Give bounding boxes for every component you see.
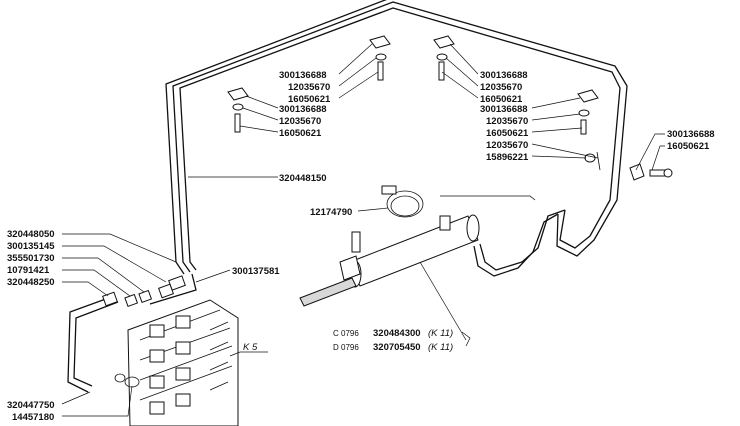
svg-text:300135145: 300135145	[7, 241, 55, 252]
svg-text:300136688: 300136688	[279, 70, 327, 81]
svg-text:16050621: 16050621	[667, 141, 710, 152]
callout-cylinder-variants: C 0796 320484300 (K 11) D 0796 320705450…	[333, 261, 471, 353]
clip-300136688-left	[369, 35, 391, 81]
pipe-320448150	[165, 0, 628, 275]
callout-300136688-a: 300136688	[279, 43, 373, 81]
callout-16050621-d: 16050621	[486, 127, 583, 139]
clip-300136688-midright	[577, 89, 599, 135]
svg-text:320705450: 320705450	[373, 342, 421, 353]
svg-text:300136688: 300136688	[667, 129, 715, 140]
svg-text:12035670: 12035670	[486, 140, 528, 151]
svg-text:320448250: 320448250	[7, 277, 55, 288]
callout-300135145: 300135145	[7, 241, 167, 283]
callout-16050621-a: 16050621	[288, 71, 379, 105]
callout-16050621-e: 16050621	[651, 141, 710, 171]
callout-355501730: 355501730	[7, 253, 145, 293]
svg-text:300137581: 300137581	[232, 266, 280, 277]
clip-300136688-far-right	[629, 163, 673, 181]
svg-text:320448150: 320448150	[279, 173, 327, 184]
callout-14457180: 14457180	[12, 385, 133, 423]
callout-12035670-c: 12035670	[242, 107, 321, 127]
hose-clamp-12174790	[381, 185, 424, 218]
pipe-right-return	[473, 209, 566, 277]
svg-text:300136688: 300136688	[480, 70, 528, 81]
callout-12035670-b: 12035670	[445, 57, 522, 93]
callout-16050621-c: 16050621	[239, 125, 322, 139]
svg-text:300136688: 300136688	[480, 104, 528, 115]
callout-320448050: 320448050	[7, 229, 177, 263]
pipe-320447750	[67, 273, 197, 393]
clip-300136688-right	[433, 35, 455, 81]
valve-block-k5	[127, 299, 239, 426]
svg-text:(K 11): (K 11)	[428, 328, 453, 339]
svg-text:D 0796: D 0796	[333, 343, 359, 352]
callout-16050621-b: 16050621	[441, 71, 523, 105]
hydraulic-cylinder	[299, 195, 536, 307]
svg-text:16050621: 16050621	[480, 94, 523, 105]
callout-320448250: 320448250	[7, 277, 109, 297]
callout-10791421: 10791421	[7, 265, 131, 297]
callout-12035670-a: 12035670	[288, 57, 377, 93]
svg-text:(K 11): (K 11)	[428, 342, 453, 353]
svg-text:C 0796: C 0796	[333, 329, 359, 338]
callout-300136688-e: 300136688	[635, 129, 715, 171]
callout-12035670-e: 12035670	[486, 140, 599, 159]
svg-text:300136688: 300136688	[279, 104, 327, 115]
svg-text:12035670: 12035670	[480, 82, 522, 93]
callout-k5: K 5	[229, 342, 268, 357]
callout-12174790: 12174790	[310, 207, 389, 218]
clip-300136688-midleft	[227, 87, 249, 133]
svg-text:320448050: 320448050	[7, 229, 55, 240]
svg-text:15896221: 15896221	[486, 152, 529, 163]
fittings-left-group	[102, 275, 186, 308]
svg-text:16050621: 16050621	[486, 128, 529, 139]
callout-300136688-c: 300136688	[245, 95, 327, 115]
svg-text:16050621: 16050621	[288, 94, 331, 105]
callout-12035670-d: 12035670	[486, 113, 581, 127]
svg-text:10791421: 10791421	[7, 265, 50, 276]
svg-text:12035670: 12035670	[288, 82, 330, 93]
callout-300136688-b: 300136688	[449, 43, 528, 81]
svg-text:14457180: 14457180	[12, 412, 54, 423]
callout-320447750: 320447750	[7, 391, 91, 411]
svg-text:355501730: 355501730	[7, 253, 55, 264]
svg-text:320484300: 320484300	[373, 328, 421, 339]
callout-15896221: 15896221	[486, 152, 587, 163]
svg-text:320447750: 320447750	[7, 400, 55, 411]
svg-text:12035670: 12035670	[486, 116, 528, 127]
svg-text:K 5: K 5	[243, 342, 258, 353]
callout-300137581: 300137581	[195, 266, 280, 283]
callout-300136688-d: 300136688	[480, 97, 581, 115]
svg-text:16050621: 16050621	[279, 128, 322, 139]
svg-text:12174790: 12174790	[310, 207, 352, 218]
svg-text:12035670: 12035670	[279, 116, 321, 127]
screw-15896221	[584, 151, 601, 171]
callout-320448150: 320448150	[188, 173, 327, 184]
